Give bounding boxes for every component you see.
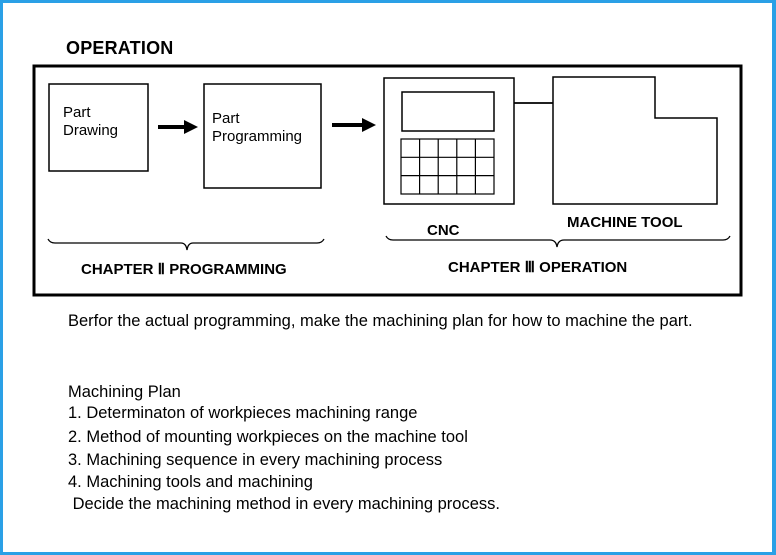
machine-tool-shape [552, 76, 718, 205]
chapter-programming-label: CHAPTER Ⅱ PROGRAMMING [81, 261, 287, 278]
diagram-outer-border [32, 64, 743, 297]
closing-text: Decide the machining method in every mac… [68, 495, 500, 513]
intro-paragraph: Berfor the actual programming, make the … [68, 312, 693, 330]
part-drawing-box [48, 83, 149, 172]
cnc-box [383, 77, 515, 205]
brace-operation [385, 235, 731, 248]
plan-item-1: 1. Determinaton of workpieces machining … [68, 404, 418, 422]
plan-item-4: 4. Machining tools and machining [68, 473, 313, 491]
part-programming-label: Part Programming [212, 110, 303, 145]
cnc-keypad [400, 138, 495, 195]
plan-item-2: 2. Method of mounting workpieces on the … [68, 428, 468, 446]
plan-item-3: 3. Machining sequence in every machining… [68, 451, 443, 469]
brace-programming [47, 238, 325, 251]
plan-heading: Machining Plan [68, 383, 181, 401]
arrow-1-head [184, 120, 198, 134]
cnc-screen [401, 91, 495, 132]
part-drawing-label: Part Drawing [63, 104, 119, 139]
machine-tool-label: MACHINE TOOL [567, 214, 683, 231]
part-programming-box [203, 83, 322, 189]
section-title: OPERATION [66, 38, 174, 58]
arrow-2-head [362, 118, 376, 132]
cnc-label: CNC [427, 222, 460, 239]
chapter-operation-label: CHAPTER Ⅲ OPERATION [448, 259, 628, 276]
